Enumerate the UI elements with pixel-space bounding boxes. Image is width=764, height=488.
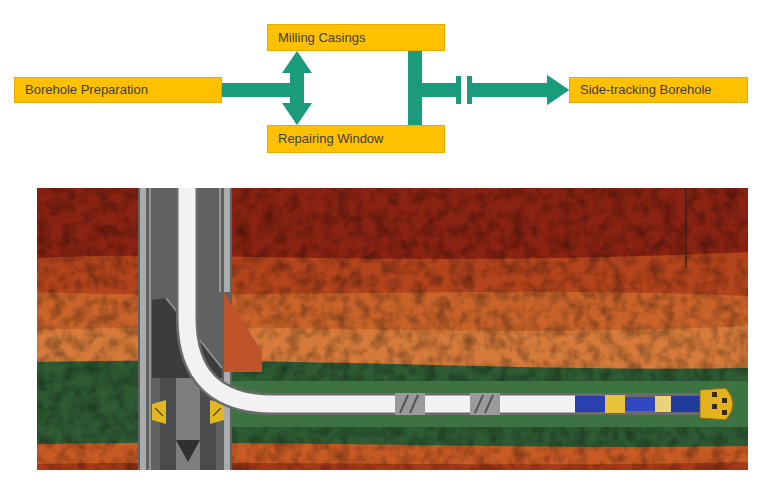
box-label: Borehole Preparation <box>25 82 148 98</box>
drill-string <box>187 188 733 420</box>
flow-arrow <box>222 90 297 103</box>
process-box: Side-tracking Borehole <box>569 77 748 103</box>
box-label: Milling Casings <box>278 30 365 46</box>
rock-formation <box>37 188 748 470</box>
process-box: Milling Casings <box>267 24 445 51</box>
process-box: Borehole Preparation <box>14 77 222 103</box>
process-box: Repairing Window <box>267 125 445 153</box>
flow-arrow <box>415 90 547 125</box>
box-label: Repairing Window <box>278 131 384 147</box>
break-symbol <box>456 76 472 104</box>
well-casing <box>138 188 262 470</box>
box-label: Side-tracking Borehole <box>580 82 712 98</box>
